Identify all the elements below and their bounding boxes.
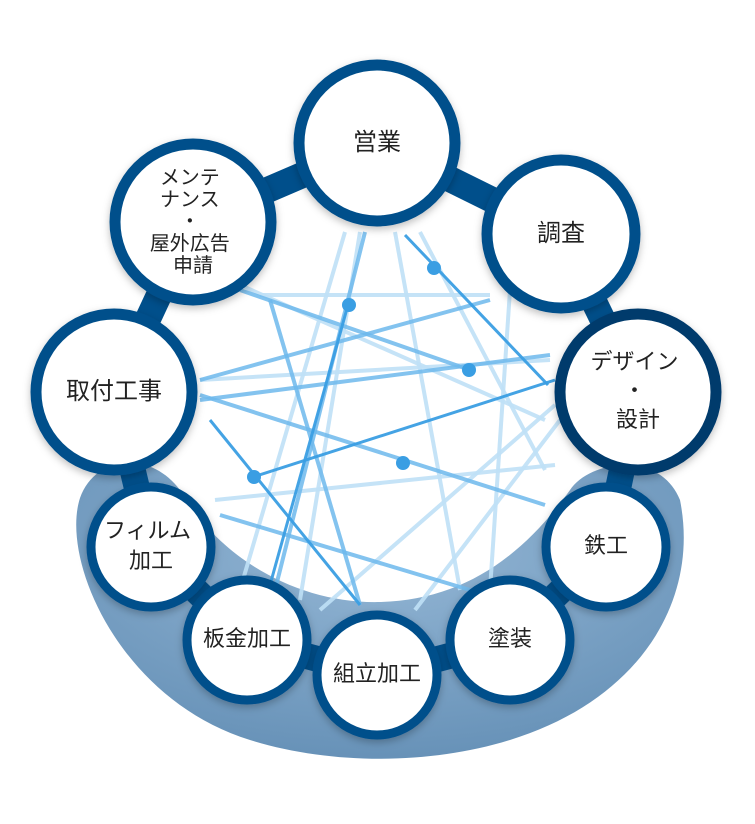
node-label-assembly: 組立加工 — [333, 662, 421, 687]
network-line — [238, 231, 347, 591]
node-sheetmetal: 板金加工 — [182, 575, 312, 705]
network-line — [318, 403, 557, 612]
node-painting: 塗装 — [445, 575, 575, 705]
node-assembly: 組立加工 — [312, 610, 442, 740]
node-circle — [86, 482, 216, 612]
network-dot — [342, 298, 356, 312]
node-circle — [182, 575, 312, 705]
node-label-line: 鉄工 — [584, 534, 628, 559]
node-label-line: 営業 — [353, 128, 401, 156]
network-line — [268, 304, 350, 586]
network-dot — [247, 470, 261, 484]
network-line — [268, 231, 367, 611]
node-label-sales: 営業 — [353, 128, 401, 156]
network-dots — [247, 261, 476, 484]
node-maintenance: メンテ ナンス ・ 屋外広告 申請 — [109, 138, 277, 306]
node-circle — [445, 575, 575, 705]
node-label-line: ・ — [180, 209, 200, 233]
network-line — [413, 418, 562, 612]
node-label-line: 屋外広告 — [150, 231, 230, 255]
node-circle — [312, 610, 442, 740]
network-line — [239, 288, 471, 372]
network-line — [208, 419, 362, 606]
network-line — [199, 353, 551, 402]
node-label-install: 取付工事 — [66, 377, 162, 405]
node-circle — [554, 308, 722, 476]
nodes: 営業 調査 デザイン ・ 設計 鉄工 塗装 組立加工 板金加 — [30, 59, 722, 740]
node-label-line: 取付工事 — [66, 377, 162, 405]
node-label-line: 組立加工 — [333, 662, 421, 687]
network-dot — [427, 261, 441, 275]
network-lines — [194, 231, 562, 612]
node-label-line: 加工 — [129, 549, 173, 574]
network-line — [194, 263, 546, 422]
node-label-line: ・ — [623, 379, 645, 404]
network-line — [199, 393, 546, 507]
node-label-line: フィルム — [104, 519, 191, 544]
node-circle — [541, 482, 671, 612]
node-design: デザイン ・ 設計 — [554, 308, 722, 476]
network-line — [403, 233, 550, 387]
network-line — [249, 378, 556, 480]
network-line — [393, 231, 462, 591]
network-line — [199, 298, 491, 382]
node-ironwork: 鉄工 — [541, 482, 671, 612]
node-circle — [293, 59, 461, 227]
node-label-line: メンテ — [160, 165, 220, 189]
node-circle — [481, 154, 641, 314]
node-circle — [30, 308, 198, 476]
network-dot — [462, 363, 476, 377]
node-label-line: 調査 — [537, 219, 585, 247]
node-label-line: 申請 — [173, 253, 213, 277]
network-line — [219, 513, 471, 592]
node-label-line: デザイン — [590, 350, 678, 375]
node-survey: 調査 — [481, 154, 641, 314]
node-label-line: ナンス — [160, 187, 220, 211]
node-label-painting: 塗装 — [488, 627, 532, 652]
network-dot — [396, 456, 410, 470]
node-label-line: 設計 — [616, 408, 660, 433]
node-label-line: 板金加工 — [203, 627, 291, 652]
node-film: フィルム 加工 — [86, 482, 216, 612]
node-label-maintenance: メンテ ナンス ・ 屋外広告 申請 — [150, 165, 236, 277]
node-sales: 営業 — [293, 59, 461, 227]
node-label-sheetmetal: 板金加工 — [203, 627, 291, 652]
node-label-survey: 調査 — [537, 219, 585, 247]
node-label-design: デザイン ・ 設計 — [590, 350, 685, 433]
node-circle — [109, 138, 277, 306]
node-label-film: フィルム 加工 — [104, 519, 198, 574]
node-install: 取付工事 — [30, 308, 198, 476]
node-label-line: 塗装 — [488, 627, 532, 652]
node-label-ironwork: 鉄工 — [584, 534, 628, 559]
